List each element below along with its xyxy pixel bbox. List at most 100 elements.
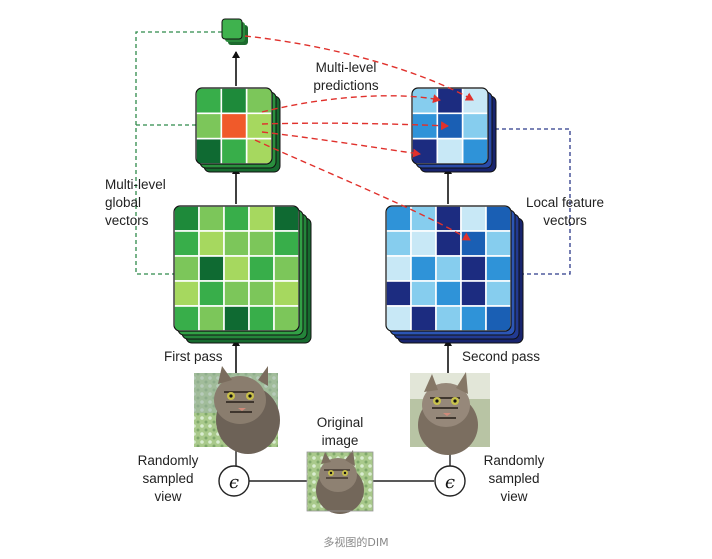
grid-cell (174, 230, 200, 257)
grid-cell (223, 280, 250, 307)
grid-cell (460, 305, 487, 331)
blue-feature-map-large (385, 205, 524, 344)
label-line: sampled (488, 471, 540, 486)
grid-cell (410, 230, 437, 257)
grid-cell (460, 255, 487, 282)
cat-image-original (306, 450, 374, 514)
pred-arrow-1 (261, 94, 441, 113)
grid-cell (196, 137, 223, 164)
label-first-pass: First pass (164, 349, 223, 364)
label-line: view (500, 489, 528, 504)
grid-cell (245, 112, 272, 140)
grid-cell (248, 255, 275, 282)
global-vector-connector (135, 31, 222, 275)
grid-cell (435, 305, 462, 331)
epsilon-node-right: ϵ (434, 465, 466, 497)
grid-cell (245, 88, 272, 115)
label-line: Multi-level (105, 177, 166, 192)
grid-cell (174, 255, 200, 282)
figure-caption: 多视图的DIM (323, 536, 389, 549)
grid-cell (386, 280, 412, 307)
grid-cell (460, 206, 487, 232)
grid-cell (223, 305, 250, 331)
label-line: Multi-level (315, 60, 377, 75)
flow-arrows (232, 51, 452, 373)
grid-cell (273, 255, 299, 282)
grid-cell (248, 305, 275, 331)
prediction-arrows (244, 35, 474, 241)
label-line: view (154, 489, 182, 504)
label-multi-level-predictions: Multi-level predictions (296, 59, 396, 95)
grid-cell (198, 255, 225, 282)
grid-cell (460, 280, 487, 307)
grid-cell (460, 230, 487, 257)
cat-image-second-view (410, 372, 490, 455)
label-randomly-sampled-view-left: Randomly sampled view (126, 452, 210, 506)
label-multi-level-global-vectors: Multi-level global vectors (105, 176, 205, 230)
epsilon-node-left: ϵ (218, 465, 250, 497)
grid-cell (485, 305, 511, 331)
grid-cell (386, 230, 412, 257)
grid-cell (436, 137, 464, 164)
local-vector-connector (495, 128, 571, 275)
grid-cell (220, 88, 248, 115)
grid-cell (410, 255, 437, 282)
grid-cell (248, 230, 275, 257)
grid-cell (485, 280, 511, 307)
blue-feature-map-medium (411, 87, 497, 173)
label-randomly-sampled-view-right: Randomly sampled view (472, 452, 556, 506)
grid-cell (273, 280, 299, 307)
grid-cell (436, 112, 464, 140)
epsilon-left-symbol: ϵ (229, 472, 239, 493)
grid-cell (196, 88, 223, 115)
grid-cell (485, 230, 511, 257)
grid-cell (410, 206, 437, 232)
grid-cell (435, 255, 462, 282)
grid-cell (461, 137, 488, 164)
label-line: image (321, 433, 359, 448)
green-feature-map-large (173, 205, 312, 344)
label-line: sampled (142, 471, 194, 486)
grid-cell (223, 206, 250, 232)
grid-cell (435, 230, 462, 257)
grid-cell (485, 255, 511, 282)
label-line: Randomly (137, 453, 199, 468)
grid-cell (410, 280, 437, 307)
grid-cell (174, 305, 200, 331)
grid-cell (461, 112, 488, 140)
label-line: global (105, 195, 142, 210)
grid-cell (198, 230, 225, 257)
grid-cell (386, 255, 412, 282)
green-feature-map-medium (195, 87, 281, 173)
global-vector-cube (221, 18, 248, 45)
cat-image-first-view (194, 366, 280, 454)
grid-cell (223, 230, 250, 257)
grid-cell (435, 280, 462, 307)
grid-cell (198, 280, 225, 307)
label-line: Randomly (483, 453, 545, 468)
epsilon-right-symbol: ϵ (445, 472, 455, 493)
label-local-feature-vectors: Local feature vectors (510, 194, 620, 230)
grid-cell (273, 206, 299, 232)
grid-cell (174, 280, 200, 307)
label-line: predictions (313, 78, 379, 93)
grid-cell (412, 88, 439, 115)
grid-cell (386, 206, 412, 232)
grid-cell (223, 255, 250, 282)
grid-cell (245, 137, 272, 164)
pred-arrow-2 (261, 121, 449, 131)
label-line: vectors (105, 213, 149, 228)
pred-arrow-global-to-blue (244, 35, 474, 101)
label-line: vectors (543, 213, 587, 228)
grid-cell (412, 137, 439, 164)
grid-cell (248, 280, 275, 307)
grid-cell (386, 305, 412, 331)
grid-cell (485, 206, 511, 232)
grid-cell (273, 305, 299, 331)
grid-cell (196, 112, 223, 140)
grid-cell (198, 305, 225, 331)
grid-cell (410, 305, 437, 331)
label-line: Local feature (525, 195, 605, 210)
grid-cell (220, 137, 248, 164)
